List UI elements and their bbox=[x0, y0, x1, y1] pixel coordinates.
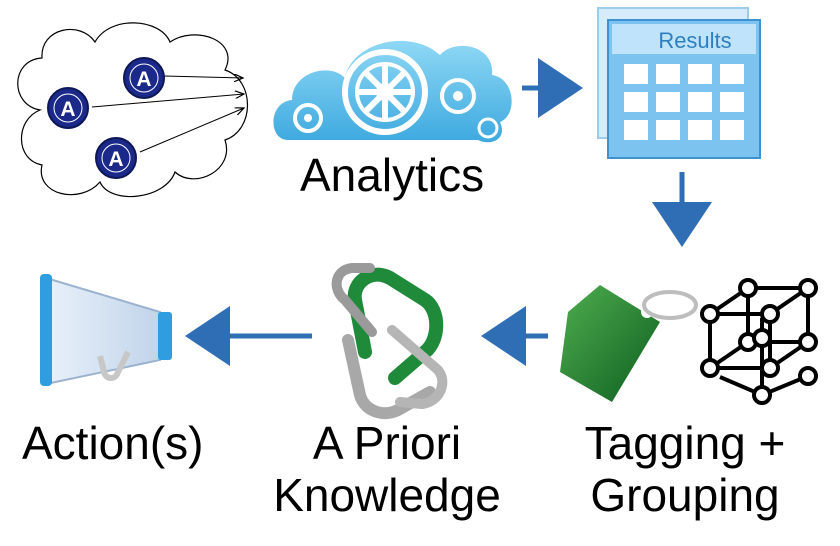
node-label: A bbox=[60, 98, 75, 121]
chain-link-icon bbox=[331, 263, 448, 420]
flow-line bbox=[91, 94, 244, 108]
apriori-line2: Knowledge bbox=[273, 468, 501, 521]
tagging-line2: Grouping bbox=[590, 468, 780, 521]
analytics-label: Analytics bbox=[300, 149, 485, 201]
megaphone-icon bbox=[40, 274, 172, 386]
large-gear-icon bbox=[342, 49, 428, 135]
results-cells bbox=[624, 64, 744, 140]
node-label: A bbox=[136, 68, 151, 91]
tagging-line1: Tagging + bbox=[584, 417, 786, 469]
source-cloud: A A A bbox=[17, 22, 248, 198]
cloud-outline bbox=[17, 22, 248, 198]
node-label: A bbox=[108, 148, 123, 171]
small-gear-icon bbox=[293, 103, 323, 133]
small-gear-icon bbox=[440, 78, 476, 114]
results-grid-icon: Results bbox=[597, 7, 761, 159]
agent-node: A bbox=[95, 137, 137, 179]
tag-icon bbox=[560, 285, 698, 402]
small-gear-icon bbox=[477, 117, 499, 139]
results-label: Results bbox=[658, 28, 731, 53]
flow-line bbox=[139, 108, 244, 153]
agent-node: A bbox=[123, 57, 165, 99]
tagging-label: Tagging + Grouping bbox=[570, 417, 800, 521]
agent-node: A bbox=[47, 87, 89, 129]
action-label: Action(s) bbox=[22, 417, 204, 469]
apriori-label: A Priori Knowledge bbox=[262, 417, 512, 521]
apriori-line1: A Priori bbox=[312, 417, 462, 469]
network-cube-icon bbox=[700, 278, 818, 405]
flow-line bbox=[163, 76, 243, 78]
gear-cloud-icon bbox=[273, 40, 512, 143]
